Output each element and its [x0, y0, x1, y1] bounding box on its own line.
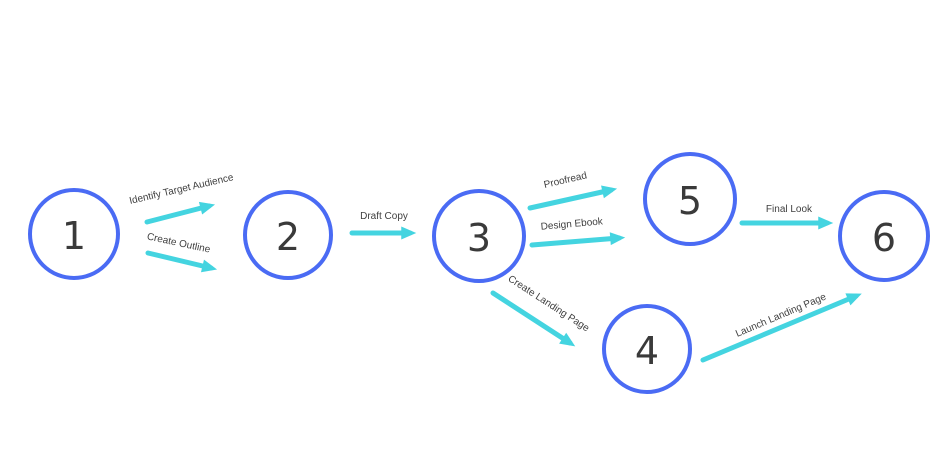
edge-label-create-outline: Create Outline [146, 231, 212, 255]
node-circle-6[interactable] [838, 190, 930, 282]
node-circle-3[interactable] [432, 189, 526, 283]
edge-label-design-ebook: Design Ebook [540, 216, 604, 232]
node-number-2: 2 [276, 215, 300, 259]
edge-label-draft-copy: Draft Copy [360, 211, 408, 222]
edge-arrow-launch-landing-page[interactable] [700, 293, 862, 363]
node-circle-5[interactable] [643, 152, 737, 246]
edge-arrow-design-ebook[interactable] [529, 232, 626, 248]
edge-label-create-landing-page: Create Landing Page [506, 274, 592, 335]
node-circle-4[interactable] [602, 304, 692, 394]
node-circle-1[interactable] [28, 188, 120, 280]
node-number-6: 6 [872, 216, 896, 260]
edge-label-final-look: Final Look [766, 204, 813, 215]
edge-arrow-create-landing-page[interactable] [490, 290, 576, 347]
node-number-1: 1 [62, 214, 86, 258]
node-circle-2[interactable] [243, 190, 333, 280]
nodes-layer: 1 2 3 4 5 6 [28, 152, 930, 394]
edge-label-proofread: Proofread [543, 170, 588, 191]
node-number-5: 5 [678, 179, 702, 223]
edge-arrow-create-outline[interactable] [145, 250, 218, 273]
edge-label-identify-target-audience: Identify Target Audience [128, 172, 235, 207]
edge-arrow-identify-target-audience[interactable] [144, 201, 216, 225]
edge-arrow-proofread[interactable] [527, 185, 618, 211]
node-number-3: 3 [467, 216, 491, 260]
node-number-4: 4 [635, 329, 659, 373]
